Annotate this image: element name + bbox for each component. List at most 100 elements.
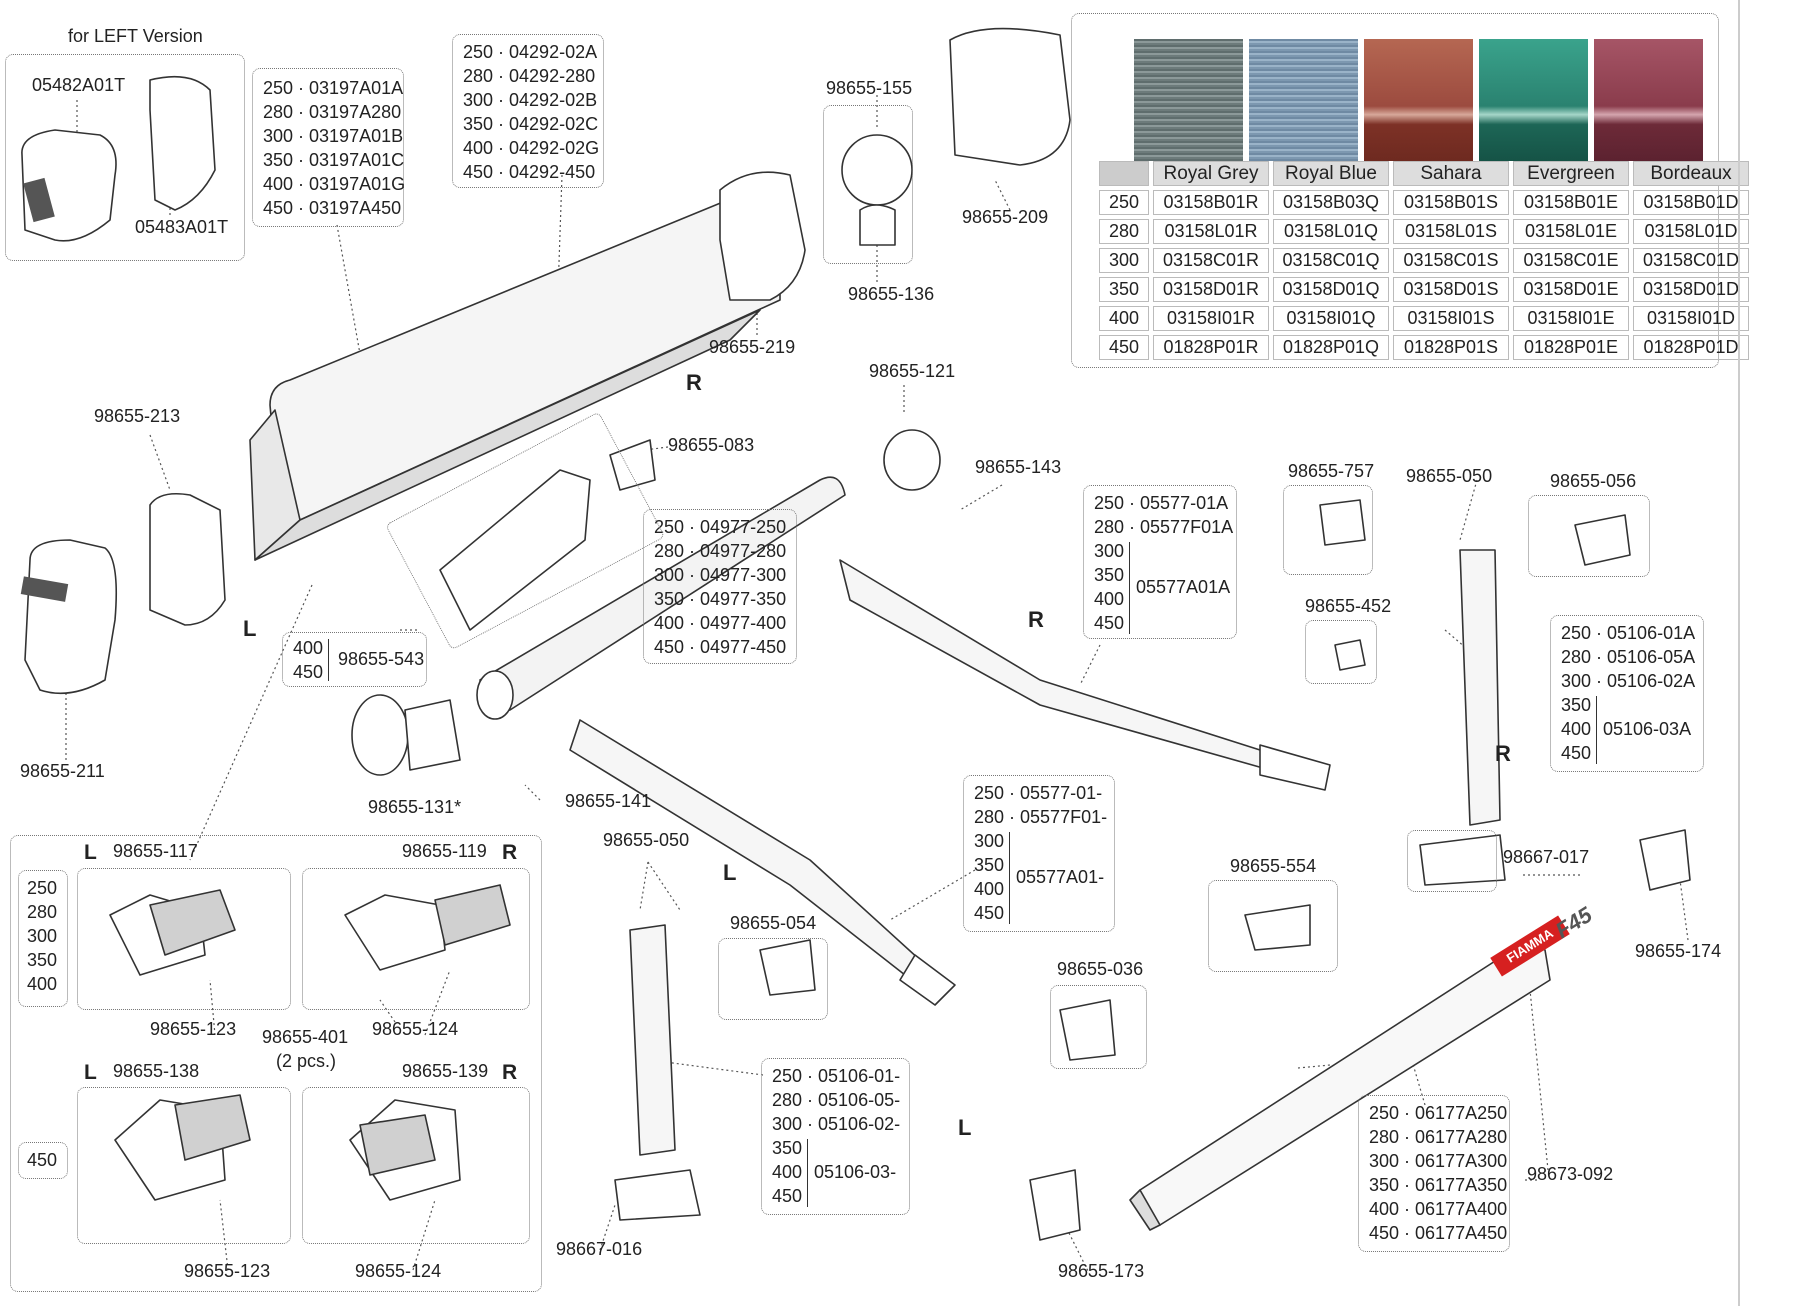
size-value: 250: [27, 878, 58, 898]
side-letter-r: R: [1495, 741, 1511, 766]
swatch-evergreen: [1479, 39, 1588, 161]
bracket: [328, 639, 329, 681]
size-code: 280 · 05577F01A: [1094, 517, 1234, 537]
part-label: 98655-173: [1058, 1261, 1145, 1281]
size-cell: 350: [1099, 277, 1149, 302]
code-cell: 01828P01D: [1633, 335, 1749, 360]
size-value: 400: [293, 638, 324, 658]
corner-cell: [1099, 161, 1149, 186]
code-cell: 03158D01S: [1393, 277, 1509, 302]
size-code: 400 · 06177A400: [1369, 1199, 1508, 1219]
swatch-sahara: [1364, 39, 1473, 161]
part-label: 98655-155: [826, 78, 913, 98]
part-label: 98655-209: [962, 207, 1049, 227]
part-label: 98655-219: [709, 337, 796, 357]
size-code: 280 · 04977-280: [654, 541, 787, 561]
part-label: 98655-401: [262, 1027, 349, 1047]
bracket: [807, 1139, 808, 1207]
part-label: 98655-139: [402, 1061, 489, 1081]
code-cell: 03158L01D: [1633, 219, 1749, 244]
part-label: 05483A01T: [135, 217, 229, 237]
side-letter-l: L: [84, 1061, 97, 1084]
size-value: 400: [974, 879, 1005, 899]
color-header: Bordeaux: [1633, 161, 1749, 186]
part-label: 98667-017: [1503, 847, 1590, 867]
hinge-139-box: [302, 1087, 530, 1244]
profile-size-box: 250 · 04292-02A 280 · 04292-280 300 · 04…: [452, 34, 604, 188]
code-cell: 03158D01R: [1153, 277, 1269, 302]
size-value: 450: [1561, 743, 1592, 763]
side-letter-r: R: [502, 841, 518, 864]
part-label: 98655-121: [869, 361, 956, 381]
hinge-117-box: [77, 868, 291, 1010]
size-cell: 450: [1099, 335, 1149, 360]
code-cell: 03158L01S: [1393, 219, 1509, 244]
code-cell: 03158B01D: [1633, 190, 1749, 215]
size-code: 450 · 06177A450: [1369, 1223, 1508, 1243]
size-code: 250 · 03197A01A: [263, 78, 404, 98]
swatch-bordeaux: [1594, 39, 1703, 161]
size-value: 300: [27, 926, 58, 946]
part-label: 05482A01T: [32, 75, 126, 95]
code-cell: 03158I01E: [1513, 306, 1629, 331]
size-code: 350 · 06177A350: [1369, 1175, 1508, 1195]
hinge-section-box: [10, 835, 542, 1292]
part-452-box: [1305, 620, 1377, 684]
size-code: 250 · 05577-01A: [1094, 493, 1229, 513]
part-label: 98655-036: [1057, 959, 1144, 979]
size-code: 250 · 05106-01A: [1561, 623, 1696, 643]
code-cell: 03158I01Q: [1273, 306, 1389, 331]
size-code: 300 · 04977-300: [654, 565, 787, 585]
fabric-table: Royal Grey Royal Blue Sahara Evergreen B…: [1095, 157, 1753, 364]
part-036-box: [1050, 985, 1147, 1069]
bracket: [1129, 542, 1130, 634]
bracket: [1596, 696, 1597, 764]
left-version-title: for LEFT Version: [68, 26, 203, 46]
size-code: 280 · 05577F01-: [974, 807, 1108, 827]
hinge-138-box: [77, 1087, 291, 1244]
front-bar-size-box: 250 · 06177A250 280 · 06177A280 300 · 06…: [1358, 1095, 1510, 1252]
code-cell: 03158C01E: [1513, 248, 1629, 273]
side-letter-r: R: [502, 1061, 518, 1084]
part-label: 98655-136: [848, 284, 935, 304]
size-value: 450: [27, 1150, 58, 1170]
size-value: 450: [1094, 613, 1125, 633]
size-value: 450: [974, 903, 1005, 923]
table-row: 400 03158I01R 03158I01Q 03158I01S 03158I…: [1099, 306, 1749, 331]
size-value: 400: [1094, 589, 1125, 609]
code-cell: 03158D01D: [1633, 277, 1749, 302]
code-cell: 03158C01R: [1153, 248, 1269, 273]
code-cell: 01828P01E: [1513, 335, 1629, 360]
size-value: 400: [1561, 719, 1592, 739]
fabric-table-box: [1071, 13, 1719, 368]
part-label: 98655-757: [1288, 461, 1375, 481]
code-cell: 03158I01D: [1633, 306, 1749, 331]
part-label: 98655-083: [668, 435, 755, 455]
code-cell: 03158D01Q: [1273, 277, 1389, 302]
table-row: 300 03158C01R 03158C01Q 03158C01S 03158C…: [1099, 248, 1749, 273]
color-header: Royal Grey: [1153, 161, 1269, 186]
size-code: 280 · 05106-05A: [1561, 647, 1696, 667]
code-cell: 03158I01R: [1153, 306, 1269, 331]
size-code: 300 · 03197A01B: [263, 126, 404, 146]
part-label: 98655-123: [184, 1261, 271, 1281]
size-value: 300: [1094, 541, 1125, 561]
group-code: 05106-03-: [814, 1162, 897, 1182]
code-cell: 03158L01R: [1153, 219, 1269, 244]
arm-l-size-box: 250 · 05577-01- 280 · 05577F01- 300 350 …: [963, 775, 1115, 932]
part-label: 98655-124: [372, 1019, 459, 1039]
side-letter-l: L: [243, 616, 257, 641]
part-label: 98655-213: [94, 406, 181, 426]
part-label: 98673-092: [1527, 1164, 1614, 1184]
size-code: 400 · 04292-02G: [463, 138, 600, 158]
part-label: 98655-050: [1406, 466, 1493, 486]
leg-r-size-box: 250 · 05106-01A 280 · 05106-05A 300 · 05…: [1550, 615, 1704, 772]
part-label: 98655-056: [1550, 471, 1637, 491]
hinge-119-box: [302, 868, 530, 1010]
size-value: 450: [772, 1186, 803, 1206]
hinge-sizes-a-box: 250 280 300 350 400: [18, 870, 68, 1007]
side-letter-l: L: [723, 860, 737, 885]
code-cell: 03158C01Q: [1273, 248, 1389, 273]
code-cell: 03158I01S: [1393, 306, 1509, 331]
